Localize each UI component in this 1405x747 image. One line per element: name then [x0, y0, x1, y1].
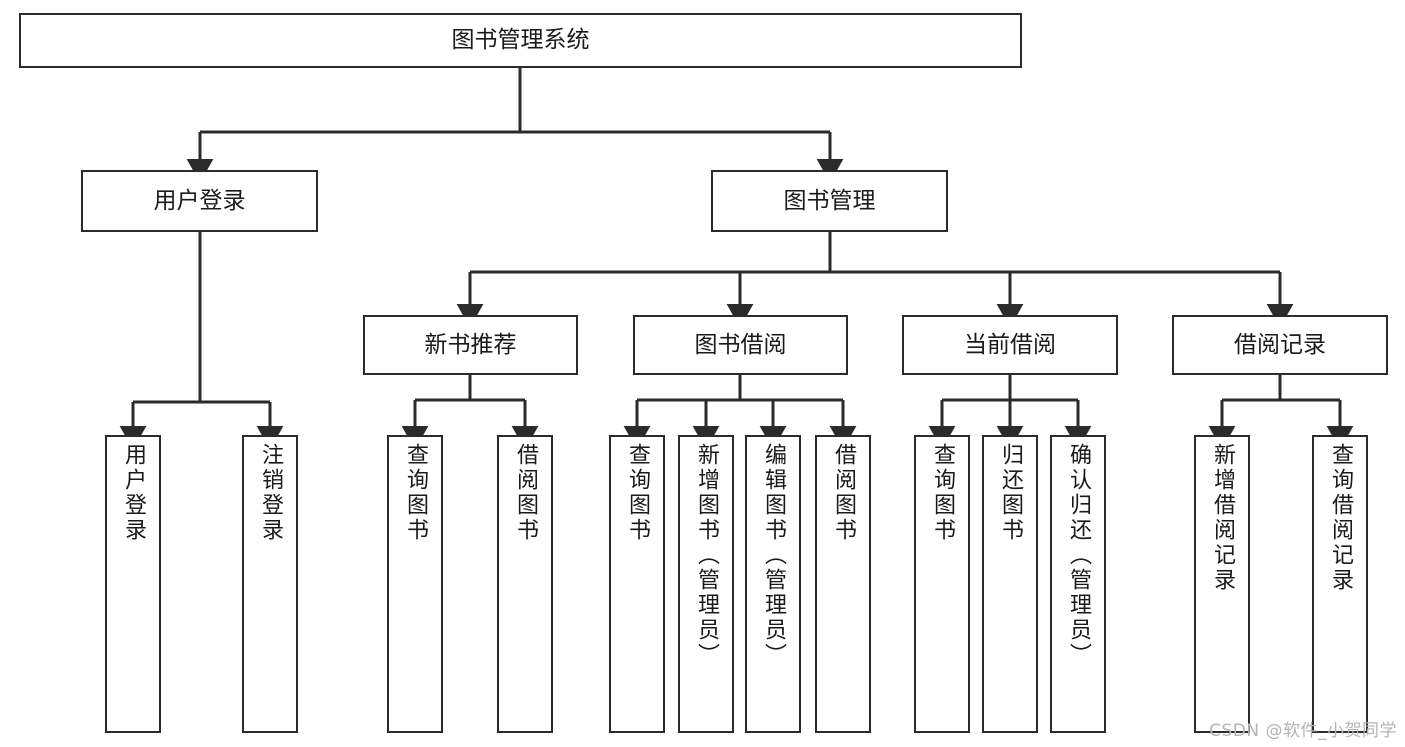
node-user-login[interactable]: 用户登录 — [81, 170, 318, 232]
node-label: 查询借阅记录 — [1328, 443, 1353, 593]
node-leaf-borrow-book-recommend[interactable]: 借阅图书 — [497, 435, 553, 733]
node-leaf-query-book-recommend[interactable]: 查询图书 — [387, 435, 443, 733]
node-label: 注销登录 — [258, 443, 283, 543]
node-leaf-borrow-book[interactable]: 借阅图书 — [815, 435, 871, 733]
node-label: 新增借阅记录 — [1210, 443, 1235, 593]
node-label: 归还图书 — [998, 443, 1023, 543]
node-label: 用户登录 — [153, 187, 246, 214]
node-label: 借阅图书 — [831, 443, 856, 543]
node-leaf-add-book-admin[interactable]: 新增图书（管理员） — [678, 435, 734, 733]
node-current-borrow[interactable]: 当前借阅 — [902, 315, 1118, 375]
node-book-borrow[interactable]: 图书借阅 — [633, 315, 848, 375]
node-label: 查询图书 — [625, 443, 650, 543]
node-label: 查询图书 — [403, 443, 428, 543]
node-leaf-query-book-current[interactable]: 查询图书 — [914, 435, 970, 733]
node-leaf-logout[interactable]: 注销登录 — [242, 435, 298, 733]
node-borrow-record[interactable]: 借阅记录 — [1172, 315, 1388, 375]
node-label: 借阅图书 — [513, 443, 538, 543]
node-label: 借阅记录 — [1234, 331, 1326, 358]
csdn-watermark: CSDN @软件_小贺同学 — [1209, 721, 1397, 741]
node-label: 确认归还（管理员） — [1066, 443, 1091, 668]
node-label: 图书管理 — [783, 187, 876, 214]
node-label: 查询图书 — [930, 443, 955, 543]
node-label: 图书管理系统 — [451, 27, 590, 54]
node-label: 编辑图书（管理员） — [761, 443, 786, 668]
node-root-book-management-system[interactable]: 图书管理系统 — [19, 13, 1022, 68]
node-leaf-return-book[interactable]: 归还图书 — [982, 435, 1038, 733]
node-leaf-query-book-borrow[interactable]: 查询图书 — [609, 435, 665, 733]
node-leaf-edit-book-admin[interactable]: 编辑图书（管理员） — [745, 435, 801, 733]
node-new-book-recommend[interactable]: 新书推荐 — [363, 315, 578, 375]
node-label: 用户登录 — [121, 443, 146, 543]
node-label: 新增图书（管理员） — [694, 443, 719, 668]
node-leaf-add-borrow-record[interactable]: 新增借阅记录 — [1194, 435, 1250, 733]
node-label: 当前借阅 — [964, 331, 1056, 358]
node-label: 新书推荐 — [424, 331, 517, 358]
node-label: 图书借阅 — [694, 331, 787, 358]
node-leaf-confirm-return-admin[interactable]: 确认归还（管理员） — [1050, 435, 1106, 733]
node-leaf-query-borrow-record[interactable]: 查询借阅记录 — [1312, 435, 1368, 733]
node-book-management[interactable]: 图书管理 — [711, 170, 948, 232]
node-leaf-user-login[interactable]: 用户登录 — [105, 435, 161, 733]
